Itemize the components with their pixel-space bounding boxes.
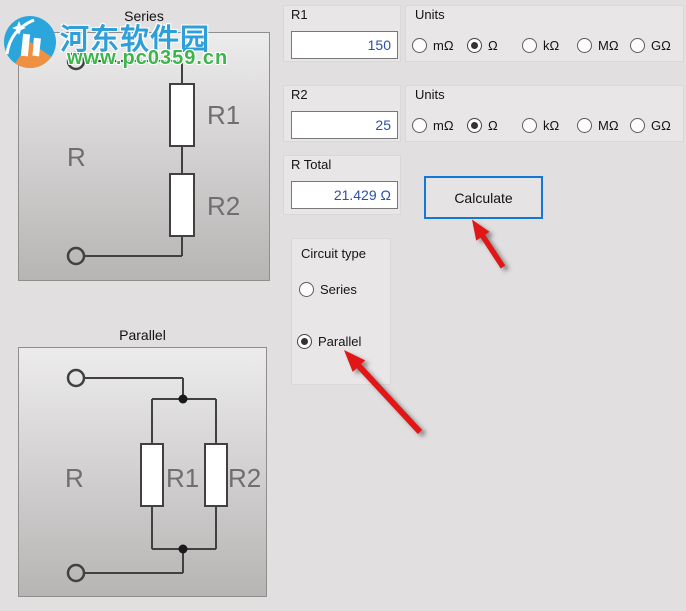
radio-label: mΩ — [433, 38, 454, 53]
radio-label: Ω — [488, 118, 498, 133]
radio-label: mΩ — [433, 118, 454, 133]
radio-r1-unit-megaohm[interactable]: MΩ — [577, 38, 619, 53]
calculate-button-label: Calculate — [454, 189, 513, 206]
radio-r2-unit-kiloohm[interactable]: kΩ — [522, 118, 559, 133]
radio-circle-icon — [577, 118, 592, 133]
series-r-label: R — [67, 142, 86, 172]
radio-circle-icon — [522, 38, 537, 53]
radio-r2-unit-megaohm[interactable]: MΩ — [577, 118, 619, 133]
watermark-site-url: www.pc0359.cn — [67, 47, 229, 69]
radio-circle-icon — [630, 118, 645, 133]
r2-input[interactable] — [291, 111, 398, 139]
radio-r2-unit-gigaohm[interactable]: GΩ — [630, 118, 671, 133]
radio-circle-icon — [412, 38, 427, 53]
arrow-to-calculate-icon — [472, 219, 506, 269]
parallel-circuit-diagram-icon: R R1 R2 — [65, 368, 261, 583]
radio-label: MΩ — [598, 118, 619, 133]
radio-r2-unit-ohm[interactable]: Ω — [467, 118, 498, 133]
parallel-r2-label: R2 — [228, 463, 261, 493]
radio-circle-icon — [630, 38, 645, 53]
series-r1-label: R1 — [207, 100, 240, 130]
r2-label: R2 — [291, 87, 308, 102]
circuit-type-label: Circuit type — [301, 246, 367, 261]
radio-circuit-series[interactable]: Series — [299, 282, 357, 297]
radio-label: GΩ — [651, 118, 671, 133]
radio-r1-unit-kiloohm[interactable]: kΩ — [522, 38, 559, 53]
series-diagram-title: Series — [124, 8, 164, 24]
bottom-junction-node — [178, 544, 188, 554]
rtotal-output — [291, 181, 398, 209]
radio-r2-unit-milliohm[interactable]: mΩ — [412, 118, 454, 133]
radio-label: Parallel — [318, 334, 362, 349]
radio-label: Ω — [488, 38, 498, 53]
radio-circle-icon — [577, 38, 592, 53]
rtotal-label: R Total — [291, 157, 332, 172]
radio-label: Series — [320, 282, 357, 297]
radio-circle-icon — [467, 118, 482, 133]
parallel-r-label: R — [65, 463, 84, 493]
radio-circle-icon — [522, 118, 537, 133]
radio-r1-unit-ohm[interactable]: Ω — [467, 38, 498, 53]
radio-circle-icon — [297, 334, 312, 349]
radio-r1-unit-gigaohm[interactable]: GΩ — [630, 38, 671, 53]
radio-label: MΩ — [598, 38, 619, 53]
series-r2-label: R2 — [207, 191, 240, 221]
top-junction-node — [178, 394, 188, 404]
radio-label: kΩ — [543, 38, 560, 53]
radio-r1-unit-milliohm[interactable]: mΩ — [412, 38, 454, 53]
r1-units-group-panel — [405, 5, 684, 62]
watermark-site-name: 河东软件园 — [60, 24, 211, 56]
radio-circle-icon — [299, 282, 314, 297]
radio-circle-icon — [412, 118, 427, 133]
parallel-diagram-title: Parallel — [119, 327, 166, 343]
r2-units-group-panel — [405, 85, 684, 142]
r1-label: R1 — [291, 7, 308, 22]
radio-circle-icon — [467, 38, 482, 53]
r1-units-label: Units — [415, 7, 445, 22]
parallel-circuit-panel: R R1 R2 — [18, 347, 267, 597]
radio-label: kΩ — [543, 118, 560, 133]
radio-label: GΩ — [651, 38, 671, 53]
series-circuit-diagram-icon: R R1 R2 — [66, 51, 240, 266]
radio-circuit-parallel[interactable]: Parallel — [297, 334, 361, 349]
r2-units-label: Units — [415, 87, 445, 102]
calculate-button[interactable]: Calculate — [424, 176, 543, 219]
parallel-r1-label: R1 — [166, 463, 199, 493]
r1-input[interactable] — [291, 31, 398, 59]
